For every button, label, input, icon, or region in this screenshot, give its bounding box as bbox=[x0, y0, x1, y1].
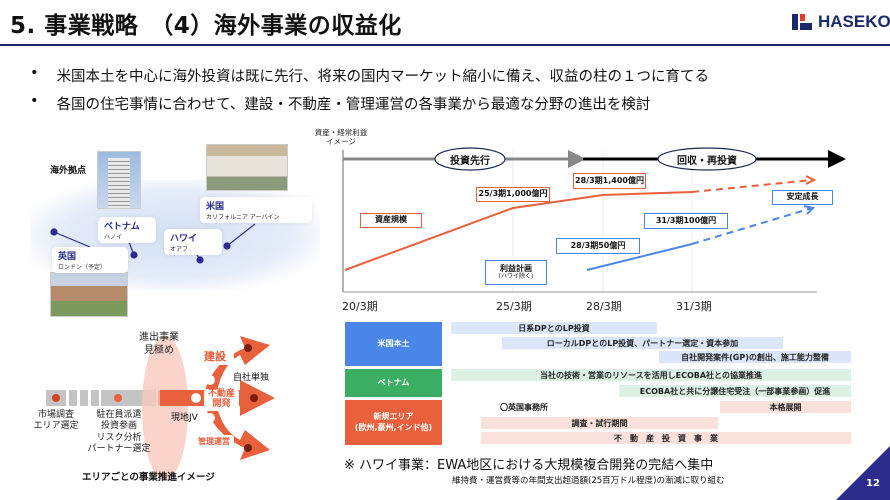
location-hawaii: ハワイオアフ bbox=[164, 229, 222, 255]
asset-line bbox=[344, 191, 693, 271]
asset-28-label: 28/3期1,400億円 bbox=[573, 173, 646, 189]
haseko-logo: HASEKO bbox=[792, 12, 890, 32]
tick-31: 31/3期 bbox=[676, 300, 712, 313]
gantt-bar: 日系DPとのLP投資 bbox=[451, 322, 657, 334]
profit-plan-label: 利益計画(ハワイ除く) bbox=[485, 260, 547, 285]
phase-recover-label: 回収・再投資 bbox=[677, 156, 737, 167]
profit-31-label: 31/3期100億円 bbox=[644, 213, 728, 229]
page-number: 12 bbox=[866, 478, 880, 489]
header-divider bbox=[0, 44, 890, 46]
footnote-main: ※ ハワイ事業：EWA地区における大規模複合開発の完結へ集中 bbox=[344, 458, 714, 473]
asset-projection bbox=[691, 179, 813, 193]
location-uk: 英国ロンドン（予定） bbox=[52, 247, 128, 273]
decision-label: 進出事業見極め bbox=[139, 332, 179, 356]
map-title: 海外拠点 bbox=[50, 166, 87, 176]
flow-caption: エリアごとの事業推進イメージ bbox=[82, 472, 215, 483]
bullet-1: •米国本土を中心に海外投資は既に先行、将来の国内マーケット縮小に備え、収益の柱の… bbox=[30, 65, 710, 85]
footnote-sub: 維持費・運営費等の年間支出超過額(25百万ドル程度)の漸減に取り組む bbox=[452, 476, 725, 486]
own-label: 自社単独 bbox=[233, 373, 270, 383]
gantt-bar: 自社開発案件(GP)の創出、施工能力整備 bbox=[659, 351, 851, 363]
uk-office-note: 〇英国事務所 bbox=[500, 402, 548, 412]
phase-invest-ellipse bbox=[434, 147, 506, 171]
branch-management: 管理運営 bbox=[194, 435, 234, 448]
asset-25-label: 25/3期1,000億円 bbox=[476, 187, 550, 202]
haseko-logo-icon bbox=[792, 14, 812, 30]
map-pins bbox=[50, 223, 256, 264]
gantt-bar: 不 動 産 投 資 事 業 bbox=[481, 432, 851, 444]
branch-construction: 建設 bbox=[196, 347, 234, 365]
gantt-bar: 調査・試行期間 bbox=[481, 417, 718, 429]
us-housing-photo bbox=[206, 144, 288, 191]
page-title: 5. 事業戦略 （4）海外事業の収益化 bbox=[10, 13, 402, 39]
uk-housing-photo bbox=[50, 272, 128, 317]
stage1-label: 市場調査エリア選定 bbox=[33, 410, 79, 432]
vietnam-building-photo bbox=[97, 151, 141, 209]
branch-real-estate: 不動産 開発 bbox=[204, 389, 240, 411]
gantt-bar: ECOBA社と共に分譲住宅受注（一部事業参画）促進 bbox=[619, 385, 851, 397]
profit-line bbox=[586, 243, 693, 271]
group-new-area: 新規エリア (欧州,豪州,インド他) bbox=[345, 400, 442, 445]
location-vietnam: ベトナムハノイ bbox=[98, 217, 156, 243]
asset-scale-label: 資産規模 bbox=[360, 213, 422, 228]
profit-arrowhead bbox=[803, 205, 815, 215]
profit-projection bbox=[691, 207, 813, 245]
gantt-bar: 本格展開 bbox=[720, 401, 851, 413]
group-vietnam: ベトナム bbox=[345, 369, 442, 397]
gantt-bar: 当社の技術・営業のリソースを活用しECOBA社との協業推進 bbox=[451, 369, 851, 381]
chart-ylabel: 資産・経常利益イメージ bbox=[314, 128, 368, 146]
bullet-2: •各国の住宅事情に合わせて、建設・不動産・管理運営の各事業から最適な分野の進出を… bbox=[30, 93, 651, 113]
gantt-bar: ローカルDPとのLP投資、パートナー選定・資本参加 bbox=[502, 337, 783, 349]
jv-label: 現地JV bbox=[171, 413, 198, 423]
phase-recover-ellipse bbox=[657, 147, 757, 171]
location-us: 米国カリフォルニア アーバイン bbox=[200, 197, 312, 223]
stage2-label: 駐在員派遣投資参画リスク分析パートナー選定 bbox=[87, 410, 151, 454]
stable-growth-label: 安定成長 bbox=[772, 190, 833, 205]
profit-28-label: 28/3期50億円 bbox=[556, 238, 640, 254]
phase-invest-label: 投資先行 bbox=[450, 156, 490, 167]
tick-28: 28/3期 bbox=[586, 300, 622, 313]
page-corner bbox=[836, 446, 890, 500]
tick-20: 20/3期 bbox=[342, 300, 378, 313]
group-us: 米国本土 bbox=[345, 322, 442, 366]
tick-25: 25/3期 bbox=[496, 300, 532, 313]
asset-arrowhead bbox=[805, 175, 817, 185]
growth-chart bbox=[342, 147, 846, 293]
